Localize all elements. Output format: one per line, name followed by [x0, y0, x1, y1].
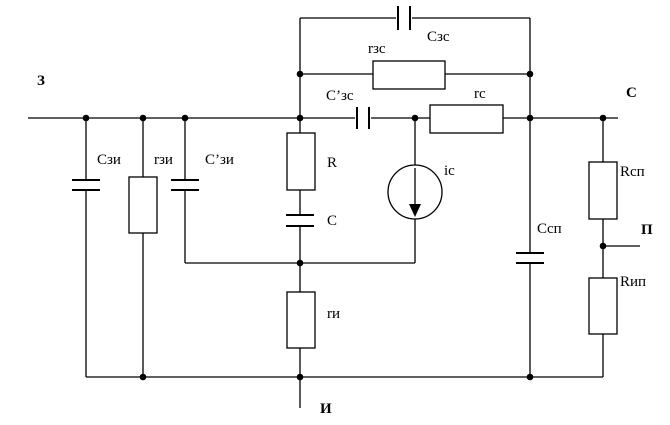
capacitor-csp: [516, 252, 544, 264]
junction-dots: [82, 70, 607, 381]
label-c: C: [327, 213, 337, 229]
label-czi: Сзи: [97, 152, 121, 168]
resistor-rs-drain: [429, 104, 504, 134]
label-czs: Cзс: [427, 29, 450, 45]
label-rzs: rзс: [368, 41, 386, 57]
capacitor-czs-prime: [356, 107, 370, 129]
terminal-drain-label: С: [626, 85, 637, 101]
capacitor-czs: [397, 6, 411, 30]
terminal-gate-label: З: [37, 73, 45, 89]
label-rs-drain: rс: [474, 86, 486, 102]
terminal-substrate-label: П: [641, 222, 653, 238]
resistor-rzs: [372, 60, 446, 90]
capacitor-czi: [72, 179, 100, 191]
capacitor-czi-prime: [171, 179, 199, 191]
resistor-rip: [588, 277, 618, 335]
resistor-rzi: [128, 176, 158, 234]
current-source-ic: [387, 164, 443, 220]
resistor-rsp: [588, 161, 618, 220]
label-czs-prime: C’зс: [326, 88, 354, 104]
label-ri: rи: [327, 306, 340, 322]
label-csp: Сcп: [537, 221, 562, 237]
capacitor-c: [286, 214, 314, 227]
resistor-ri: [286, 291, 316, 349]
label-ic: iс: [444, 163, 455, 179]
label-r: R: [327, 155, 337, 171]
terminal-source-label: И: [320, 401, 332, 417]
resistor-r: [286, 132, 316, 191]
label-rzi: rзи: [154, 152, 173, 168]
label-czi-prime: С’зи: [205, 152, 234, 168]
label-rsp: Rсп: [620, 164, 645, 180]
label-rip: Rип: [620, 274, 646, 290]
